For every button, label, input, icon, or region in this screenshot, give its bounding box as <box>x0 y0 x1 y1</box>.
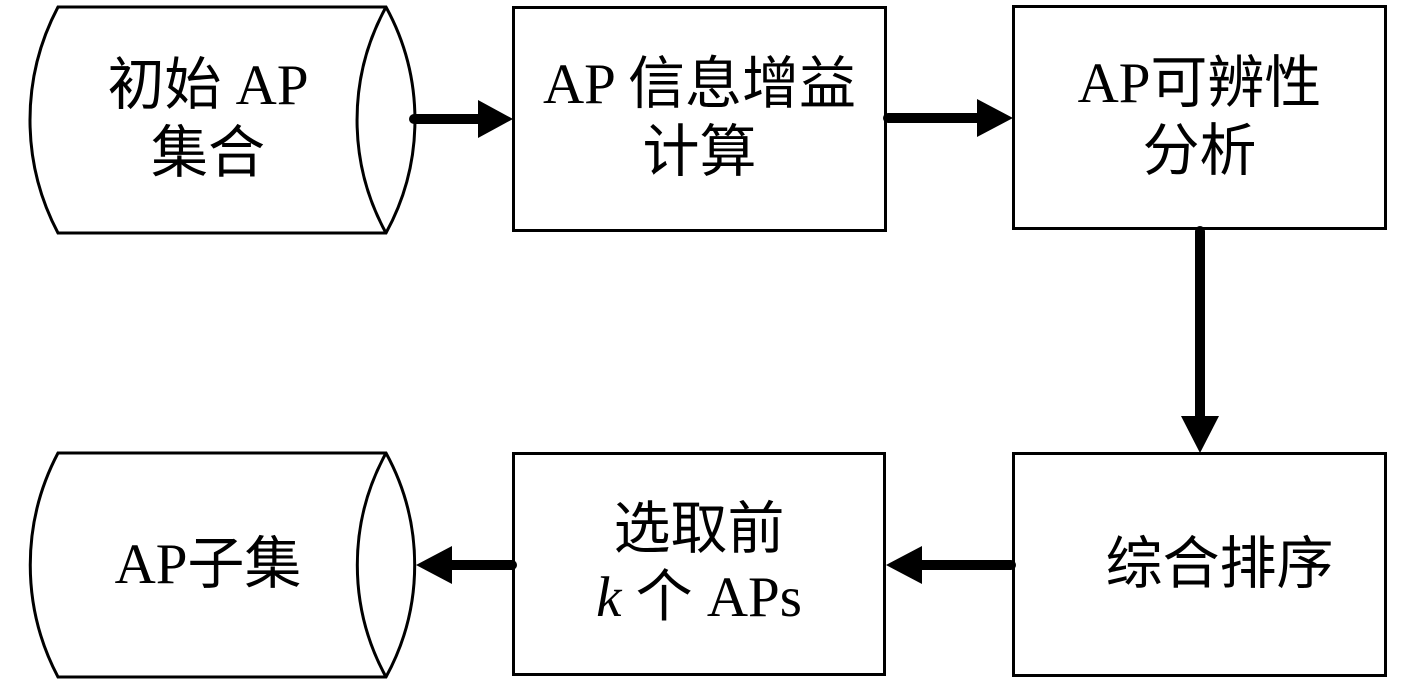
label-line: 选取前 <box>613 498 785 561</box>
label-line: AP子集 <box>114 533 302 596</box>
label-line: k 个 APs <box>596 564 802 632</box>
process-box-info-gain-calculation: AP 信息增益 计算 <box>512 6 887 232</box>
label-line: AP 信息增益 <box>543 53 856 116</box>
label-line: 集合 <box>151 122 265 185</box>
arrow-selectk-to-subset-icon <box>416 546 517 584</box>
arrow-discern-to-ranking-icon <box>1181 226 1219 453</box>
process-box-ap-discernibility: AP可辨性 分析 <box>1012 5 1387 230</box>
cylinder-initial-ap-set-label: 初始 AP 集合 <box>58 7 358 233</box>
arrow-ranking-to-selectk-icon <box>886 546 1016 584</box>
label-line: 计算 <box>642 121 757 184</box>
cylinder-ap-subset-label: AP子集 <box>58 453 358 677</box>
cylinder-initial-ap-set <box>28 5 417 235</box>
label-line: AP可辨性 <box>1077 51 1322 115</box>
process-box-comprehensive-ranking: 综合排序 <box>1012 452 1387 677</box>
label-line: 综合排序 <box>1105 532 1334 596</box>
process-box-select-top-k: 选取前 k 个 APs <box>512 452 886 676</box>
cylinder-ap-subset <box>28 451 417 679</box>
arrow-infogain-to-discern-icon <box>883 99 1013 137</box>
italic-k-variable: k <box>596 566 622 629</box>
label-line: 初始 AP <box>107 54 309 117</box>
label-line-rest: 个 APs <box>621 566 802 629</box>
label-line: 分析 <box>1142 119 1257 183</box>
arrow-initial-to-infogain-icon <box>409 100 513 138</box>
